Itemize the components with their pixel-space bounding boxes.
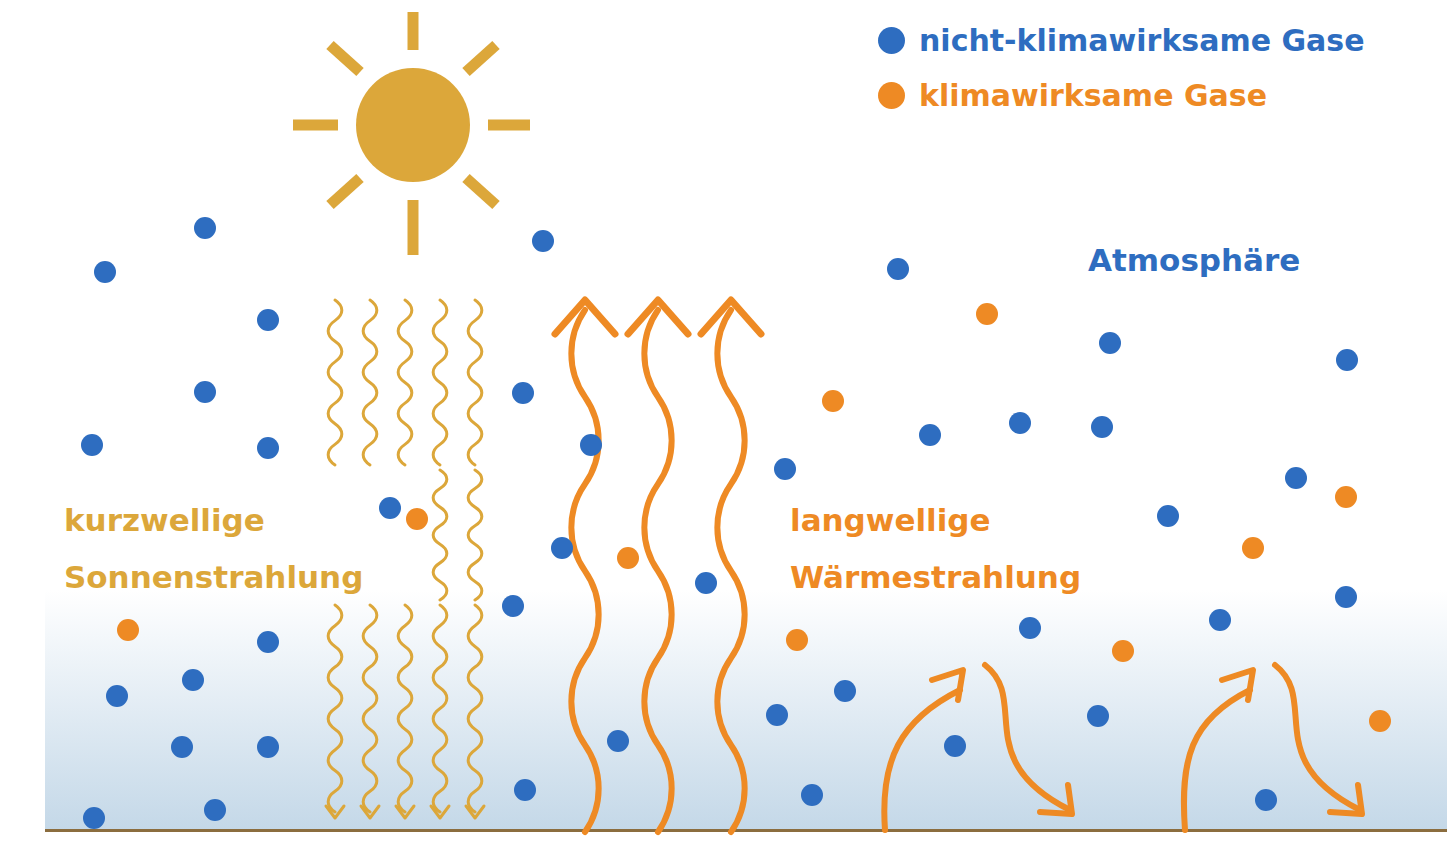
earth-surface: [45, 829, 1447, 832]
legend-swatch: [878, 82, 905, 109]
legend-entry: klimawirksame Gase: [878, 75, 1267, 115]
legend-entry: nicht-klimawirksame Gase: [878, 20, 1365, 60]
legend-text: nicht-klimawirksame Gase: [919, 23, 1365, 58]
radiation-label: kurzwellige Sonnenstrahlung: [64, 492, 394, 606]
sun-symbol: [293, 12, 530, 255]
legend-swatch: [878, 27, 905, 54]
radiation-waves: [326, 300, 1362, 832]
gas-molecules: [81, 217, 1391, 829]
legend-text: klimawirksame Gase: [919, 78, 1267, 113]
region-label: Atmosphäre: [1088, 232, 1300, 289]
atmosphere-ground: [45, 0, 1447, 830]
radiation-label: langwellige Wärmestrahlung: [790, 492, 1120, 606]
